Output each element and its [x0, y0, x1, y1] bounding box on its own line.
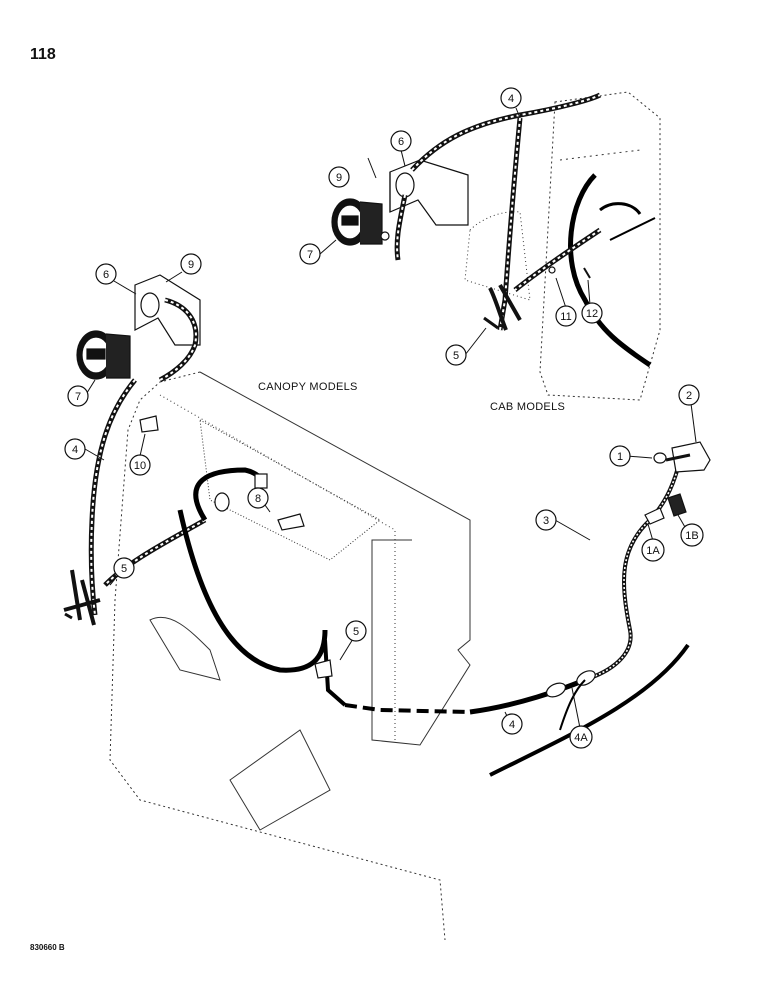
callout-7-cab: 7: [299, 243, 321, 265]
cab-hourmeter: [331, 198, 390, 246]
svg-text:12: 12: [586, 308, 598, 320]
cab-models-label: CAB MODELS: [490, 401, 565, 413]
callout-12: 12: [581, 302, 603, 324]
svg-text:5: 5: [453, 350, 459, 362]
callout-5-cab: 5: [445, 344, 467, 366]
svg-text:7: 7: [307, 249, 313, 261]
svg-text:5: 5: [353, 626, 359, 638]
callout-1a: 1A: [641, 538, 665, 562]
canopy-mounting-bracket: [134, 274, 201, 346]
callout-3: 3: [535, 509, 557, 531]
callout-9-cab: 9: [328, 166, 350, 188]
svg-text:9: 9: [188, 259, 194, 271]
svg-text:8: 8: [255, 493, 261, 505]
svg-text:4: 4: [72, 444, 78, 456]
cab-harness: [394, 92, 602, 331]
callout-4a: 4A: [569, 725, 593, 749]
callout-9-canopy: 9: [180, 253, 202, 275]
callout-7-canopy: 7: [67, 385, 89, 407]
svg-text:9: 9: [336, 172, 342, 184]
canopy-panel: [109, 371, 471, 941]
pressure-switch: [644, 441, 711, 525]
callout-2: 2: [678, 384, 700, 406]
svg-text:4: 4: [508, 93, 514, 105]
callout-1b: 1B: [680, 523, 704, 547]
sender-wire: [489, 459, 690, 777]
cab-panel: [464, 91, 661, 401]
page-number: 118: [30, 46, 56, 63]
svg-text:1A: 1A: [646, 545, 660, 557]
svg-text:1: 1: [617, 451, 623, 463]
callout-6-canopy: 6: [95, 263, 117, 285]
svg-text:2: 2: [686, 390, 692, 402]
svg-text:4A: 4A: [574, 732, 588, 744]
svg-text:6: 6: [398, 136, 404, 148]
canopy-harness: [63, 297, 207, 626]
callout-11: 11: [555, 305, 577, 327]
callout-8: 8: [247, 487, 269, 509]
callout-4-top: 4: [500, 87, 522, 109]
svg-text:6: 6: [103, 269, 109, 281]
svg-text:5: 5: [121, 563, 127, 575]
callout-4-left: 4: [64, 438, 86, 460]
main-harness: [139, 415, 586, 715]
callout-4-bottom: 4: [501, 713, 523, 735]
cab-mounting-bracket: [389, 159, 469, 226]
svg-text:4: 4: [509, 719, 515, 731]
canopy-models-label: CANOPY MODELS: [258, 381, 358, 393]
callout-1: 1: [609, 445, 631, 467]
svg-text:7: 7: [75, 391, 81, 403]
svg-text:10: 10: [134, 460, 146, 472]
callout-10: 10: [129, 454, 151, 476]
svg-text:1B: 1B: [685, 530, 698, 542]
callout-5-center: 5: [345, 620, 367, 642]
callout-5-left: 5: [113, 557, 135, 579]
svg-text:11: 11: [560, 311, 571, 323]
svg-text:3: 3: [543, 515, 549, 527]
figure-id: 830660 B: [30, 943, 65, 952]
canopy-hourmeter: [76, 330, 131, 380]
callout-6-cab: 6: [390, 130, 412, 152]
